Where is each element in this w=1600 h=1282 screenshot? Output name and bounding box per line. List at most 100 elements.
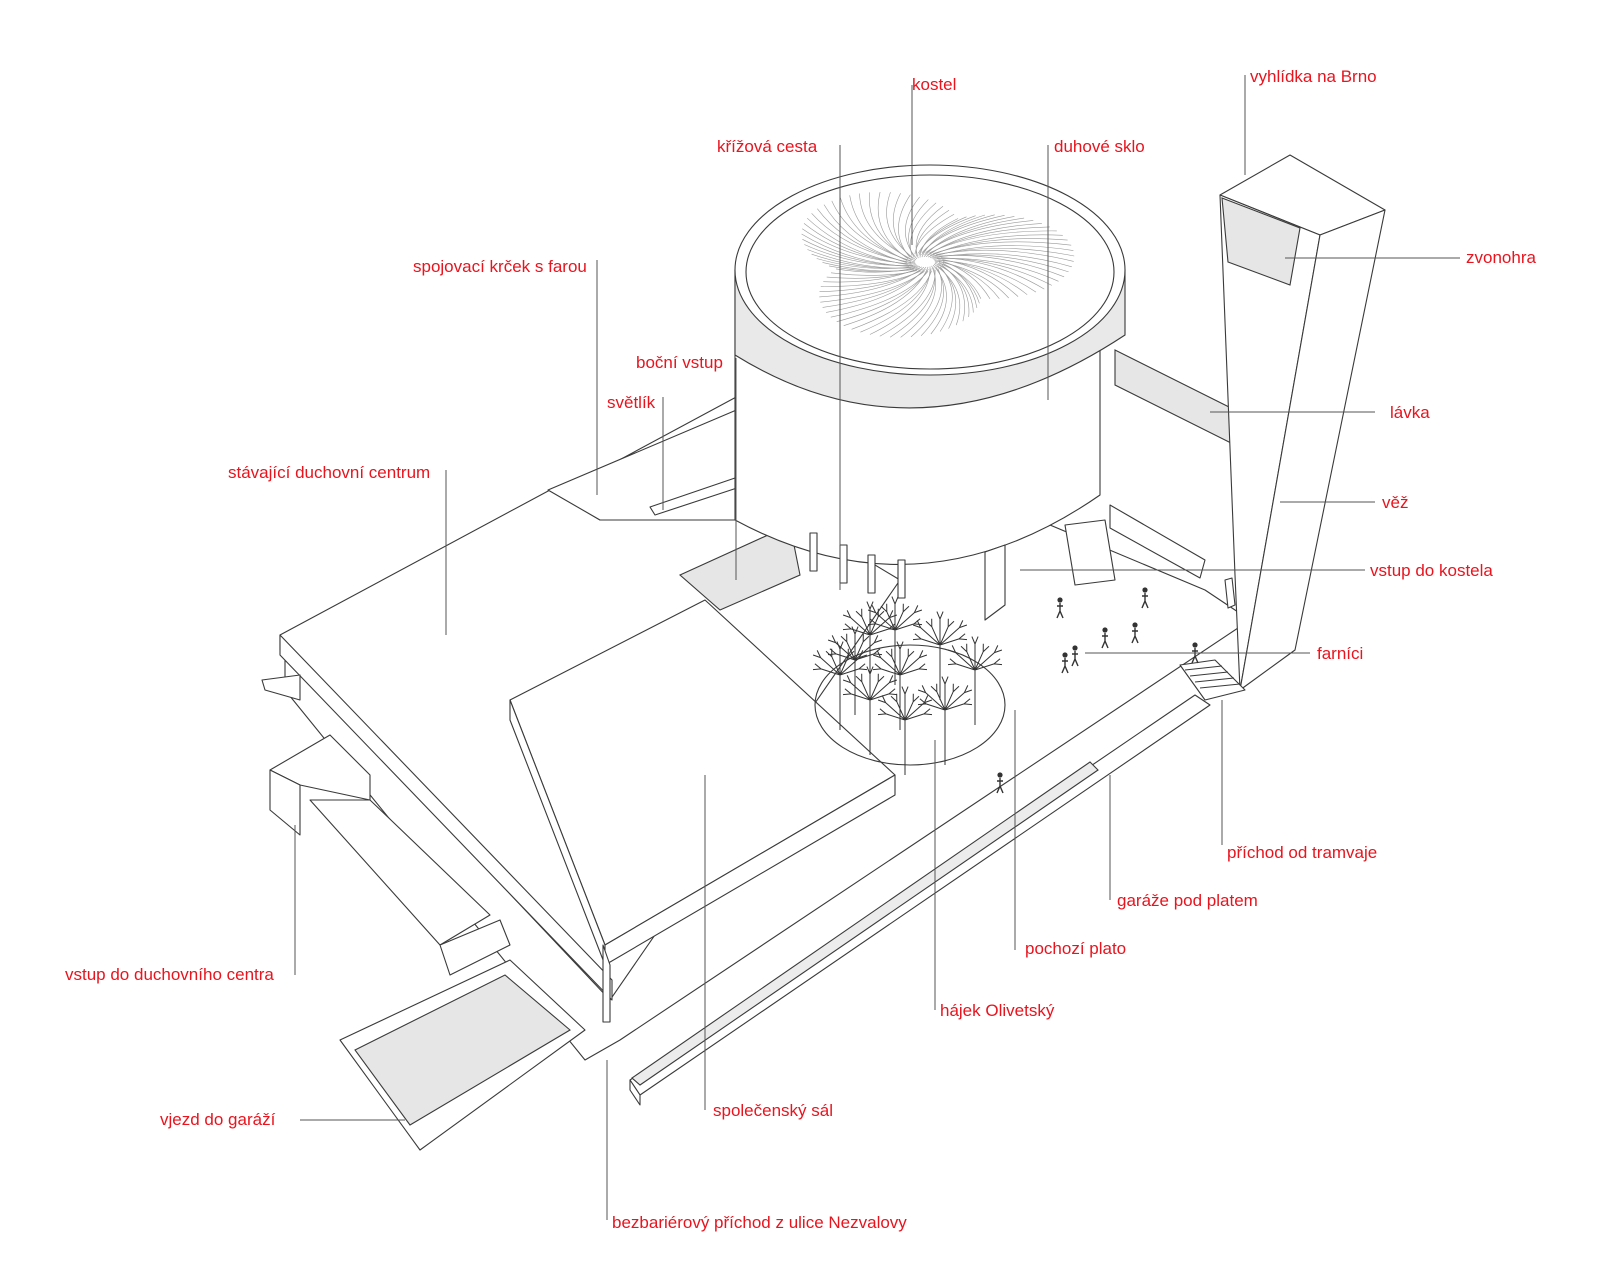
glass-stroke — [919, 218, 959, 258]
glass-stroke — [828, 265, 918, 272]
glass-stroke — [900, 265, 936, 338]
label-kostel: kostel — [912, 75, 956, 94]
glass-stroke — [929, 230, 1057, 254]
label-zvonohra: zvonohra — [1466, 248, 1536, 267]
label-vjezd-garaze: vjezd do garáží — [160, 1110, 276, 1129]
glass-stroke — [938, 263, 970, 318]
glass-stroke — [934, 260, 1009, 299]
church-entrance-wall — [984, 544, 1006, 621]
olive-tree — [842, 666, 898, 755]
tram-stairs — [1179, 659, 1246, 701]
glass-stroke — [915, 209, 950, 257]
garage-ramp — [269, 734, 586, 1151]
person — [1191, 642, 1199, 664]
leader-lines — [294, 75, 1460, 1220]
label-spolecensky-sal: společenský sál — [713, 1101, 833, 1120]
glass-stroke — [830, 270, 918, 276]
glass-stroke — [918, 216, 967, 256]
label-farnici: farníci — [1317, 644, 1363, 663]
label-bezbarierovy: bezbariérový příchod z ulice Nezvalovy — [612, 1213, 907, 1232]
olive-tree — [947, 636, 1003, 725]
glass-stroke — [823, 204, 908, 263]
person — [1101, 627, 1109, 649]
labels: kostel vyhlídka na Brno křížová cesta du… — [65, 67, 1536, 1232]
label-svetlik: světlík — [607, 393, 656, 412]
glass-stroke — [909, 202, 937, 256]
glass-stroke — [898, 194, 911, 258]
glass-stroke — [938, 255, 1065, 278]
glass-stroke — [816, 258, 919, 269]
person — [1131, 622, 1139, 644]
person — [1141, 587, 1149, 609]
label-bocni-vstup: boční vstup — [636, 353, 723, 372]
person — [1056, 597, 1064, 619]
glass-stroke — [933, 263, 961, 326]
glass-stroke — [826, 268, 920, 279]
glass-stroke — [942, 263, 978, 308]
glass-stroke — [914, 214, 955, 255]
label-prichod-tramvaj: příchod od tramvaje — [1227, 843, 1377, 862]
glass-stroke — [939, 266, 953, 332]
glass-stroke — [849, 195, 908, 261]
glass-stroke — [823, 266, 923, 283]
label-vstup-centrum: vstup do duchovního centra — [65, 965, 274, 984]
glass-stroke — [924, 217, 1025, 255]
glass-stroke — [801, 233, 910, 267]
person — [996, 772, 1004, 794]
glass-stroke — [942, 259, 1019, 297]
church-cylinder — [734, 164, 1126, 621]
label-duhove-sklo: duhové sklo — [1054, 137, 1145, 156]
label-krizova-cesta: křížová cesta — [717, 137, 818, 156]
glass-stroke — [835, 266, 921, 273]
label-pochozi-plato: pochozí plato — [1025, 939, 1126, 958]
glass-stroke — [807, 249, 912, 269]
glass-stroke — [920, 266, 944, 337]
social-hall-block — [509, 599, 896, 1023]
label-vyhlidka: vyhlídka na Brno — [1250, 67, 1377, 86]
glass-stroke — [905, 196, 920, 260]
label-garaze: garáže pod platem — [1117, 891, 1258, 910]
glass-stroke — [932, 241, 1072, 254]
olive-tree — [812, 641, 868, 730]
label-lavka: lávka — [1390, 403, 1430, 422]
glass-stroke — [925, 220, 1034, 253]
glass-stroke — [822, 262, 914, 272]
olive-tree — [877, 686, 933, 775]
glass-stroke — [893, 193, 913, 259]
glass-stroke — [940, 257, 1045, 290]
side-entrance — [678, 524, 801, 611]
label-stavajici-centrum: stávající duchovní centrum — [228, 463, 430, 482]
parishioners — [996, 587, 1199, 794]
glass-stroke — [804, 244, 917, 266]
glass-stroke — [941, 264, 965, 322]
glass-stroke — [806, 217, 908, 265]
glass-stroke — [936, 249, 1074, 262]
glass-stroke — [942, 261, 991, 300]
glass-stroke — [915, 206, 944, 259]
person — [1071, 645, 1079, 667]
glass-stroke — [851, 270, 932, 330]
glass-stroke — [877, 191, 909, 260]
label-vez: věž — [1382, 493, 1408, 512]
glass-stroke — [921, 214, 995, 256]
garage-wall — [629, 694, 1211, 1106]
glass-stroke — [938, 260, 1000, 299]
glass-stroke — [923, 216, 1015, 257]
label-vstup-kostel: vstup do kostela — [1370, 561, 1493, 580]
glass-stroke — [921, 214, 986, 258]
person — [1061, 652, 1069, 674]
glass-stroke — [937, 265, 956, 329]
glass-stroke — [921, 215, 1005, 253]
glass-stroke — [886, 192, 917, 261]
glass-stroke — [908, 199, 929, 258]
glass-stroke — [843, 266, 929, 326]
glass-stroke — [820, 271, 925, 303]
glass-stroke — [938, 262, 980, 304]
glass-stroke — [830, 271, 929, 318]
glass-stroke — [811, 253, 915, 269]
olive-grove-circle — [814, 644, 1006, 766]
glass-stroke — [820, 270, 921, 287]
glass-stroke — [879, 269, 936, 337]
